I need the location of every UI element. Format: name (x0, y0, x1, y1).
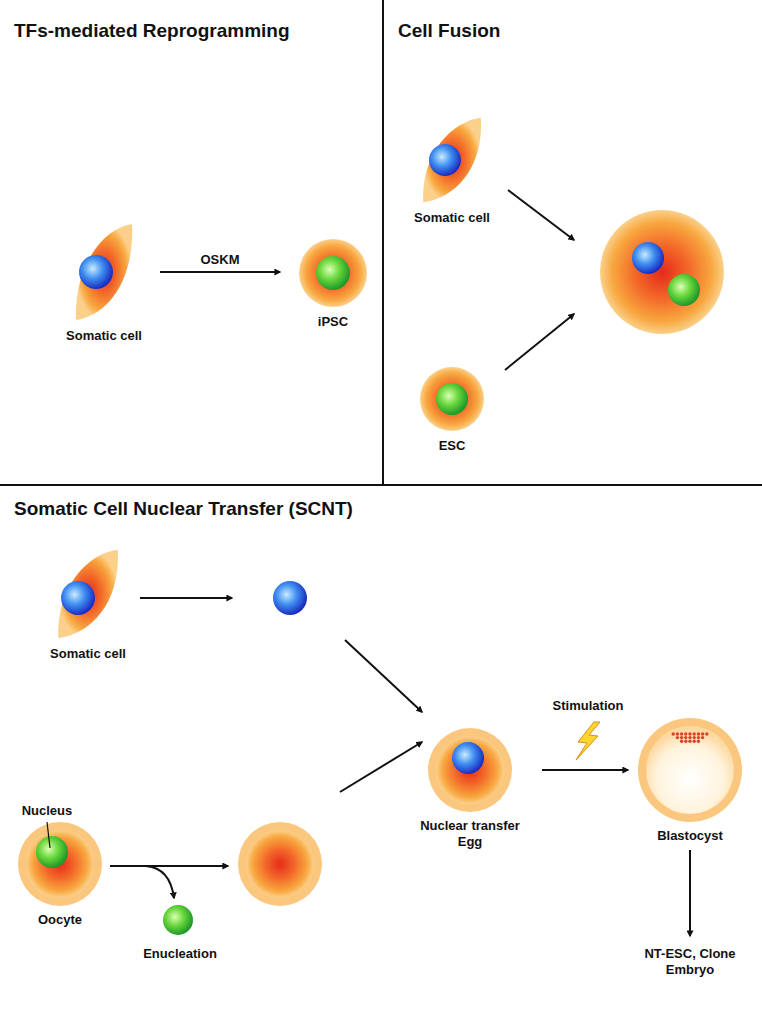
cell-shape (72, 222, 136, 322)
fusion-arrow (505, 314, 574, 370)
fused-cell (600, 210, 724, 334)
annotation-label: NT-ESC, Clone Embryo (642, 946, 738, 977)
panel-divider (382, 0, 384, 485)
removed-nucleus (163, 905, 193, 935)
cell-shape (419, 366, 485, 432)
cell-node: Somatic cell (46, 548, 130, 662)
leader-line (47, 822, 50, 848)
enucleated-egg (238, 822, 322, 906)
enucleation-branch (146, 866, 174, 898)
derive-arrow (689, 850, 691, 936)
cell-label: iPSC (294, 314, 372, 330)
cell-label: Blastocyst (634, 828, 746, 844)
annotation-label: Nucleus (22, 803, 73, 819)
panel-title: TFs-mediated Reprogramming (14, 20, 290, 43)
cell-shape (54, 548, 122, 640)
cell-node: Blastocyst (634, 718, 746, 844)
stimulation-bolt (576, 722, 600, 760)
cell-node: ESC (415, 366, 489, 454)
panel-title: Cell Fusion (398, 20, 500, 43)
panel-divider (0, 484, 762, 486)
fusion-arrow (508, 190, 574, 240)
transfer-arrow (340, 742, 422, 792)
annotation-label: Enucleation (143, 946, 217, 962)
extract-arrow (140, 597, 232, 599)
cell-label: Somatic cell (410, 210, 494, 226)
panel-title: Somatic Cell Nuclear Transfer (SCNT) (14, 498, 353, 521)
cell-node: Oocyte (14, 822, 106, 928)
cell-node: Nuclear transfer Egg (404, 728, 536, 850)
process-arrow (160, 271, 280, 273)
cell-shape (419, 116, 485, 204)
process-arrow (542, 769, 628, 771)
cell-shape (428, 728, 512, 812)
cell-label: ESC (415, 438, 489, 454)
cell-label: Oocyte (14, 912, 106, 928)
cell-label: Nuclear transfer Egg (408, 818, 532, 850)
cell-shape (18, 822, 102, 906)
cell-shape (638, 718, 742, 822)
cell-node: Somatic cell (62, 222, 146, 344)
transfer-arrow (345, 640, 422, 712)
cell-shape (298, 238, 368, 308)
enucleation-arrow (110, 865, 228, 867)
annotation-label: Stimulation (553, 698, 624, 714)
arrow-label: OSKM (199, 252, 242, 267)
cell-node: Somatic cell (410, 116, 494, 226)
cell-label: Somatic cell (62, 328, 146, 344)
somatic-nucleus (273, 581, 307, 615)
cell-node: iPSC (294, 238, 372, 330)
cell-label: Somatic cell (46, 646, 130, 662)
